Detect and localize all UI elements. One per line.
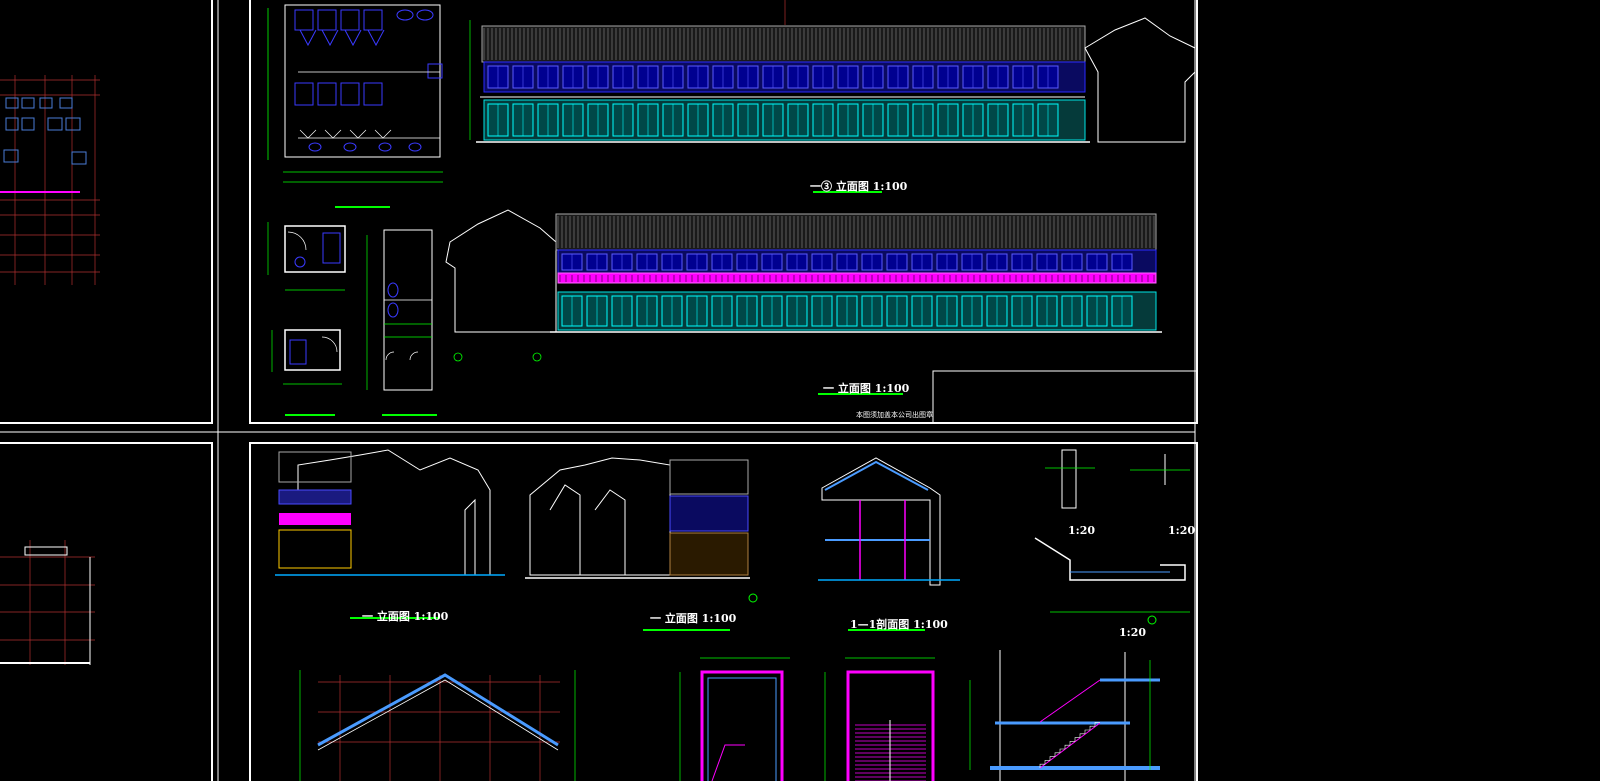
sheet-frames (0, 0, 1198, 781)
company-stamp-note: 本图须加盖本公司出图章 (856, 411, 933, 419)
toilet-plan-small (366, 229, 437, 416)
stair-step (1054, 752, 1060, 757)
left-top-plan-fragment (0, 75, 100, 285)
left-sheet-bottom-frame (0, 442, 213, 781)
detail-scale-label-2: 1:20 (1168, 524, 1196, 537)
bathroom-plan-a (267, 222, 346, 291)
stair-step (1089, 725, 1095, 730)
section-1-1-title: 1—1剖面图 1:100 (850, 618, 948, 631)
stair-step (1049, 756, 1055, 761)
stair-step (1059, 748, 1065, 753)
stair-step (1064, 744, 1070, 749)
elevation-b-title: 一 立面图 1:100 (823, 382, 910, 395)
roof-truss-section (299, 670, 576, 781)
elevation-a-title: 一③ 立面图 1:100 (810, 180, 908, 193)
stair-step (1094, 722, 1100, 727)
stair-section (969, 650, 1160, 781)
stair-plan-a (679, 657, 790, 781)
left-bottom-plan-fragment (0, 540, 95, 665)
stair-plan-b (824, 657, 935, 781)
stair-step (1069, 741, 1075, 746)
bathroom-plan-b (271, 329, 342, 416)
detail-scale-label-3: 1:20 (1119, 626, 1147, 639)
title-block (932, 370, 1198, 424)
detail-scale-label-1: 1:20 (1068, 524, 1096, 537)
stair-step (1079, 733, 1085, 738)
stair-step (1039, 763, 1045, 768)
bottom-left-elevation-title: 一 立面图 1:100 (362, 610, 449, 623)
toilet-plan-drawing (267, 4, 443, 208)
elevation-b-drawing (445, 209, 1162, 395)
stair-step (1074, 737, 1080, 742)
section-1-1-drawing (818, 457, 960, 631)
left-sheet-top-frame (0, 0, 213, 424)
stair-step (1084, 729, 1090, 734)
stair-step (1044, 760, 1050, 765)
bottom-middle-elevation-title: 一 立面图 1:100 (650, 612, 737, 625)
elevation-a-drawing (469, 0, 1196, 193)
top-sheet-frame (249, 0, 1198, 424)
bottom-elevation-left (275, 449, 505, 619)
bottom-sheet-frame (249, 442, 1198, 781)
bottom-elevation-middle (525, 457, 758, 631)
detail-drawings (1034, 449, 1190, 625)
